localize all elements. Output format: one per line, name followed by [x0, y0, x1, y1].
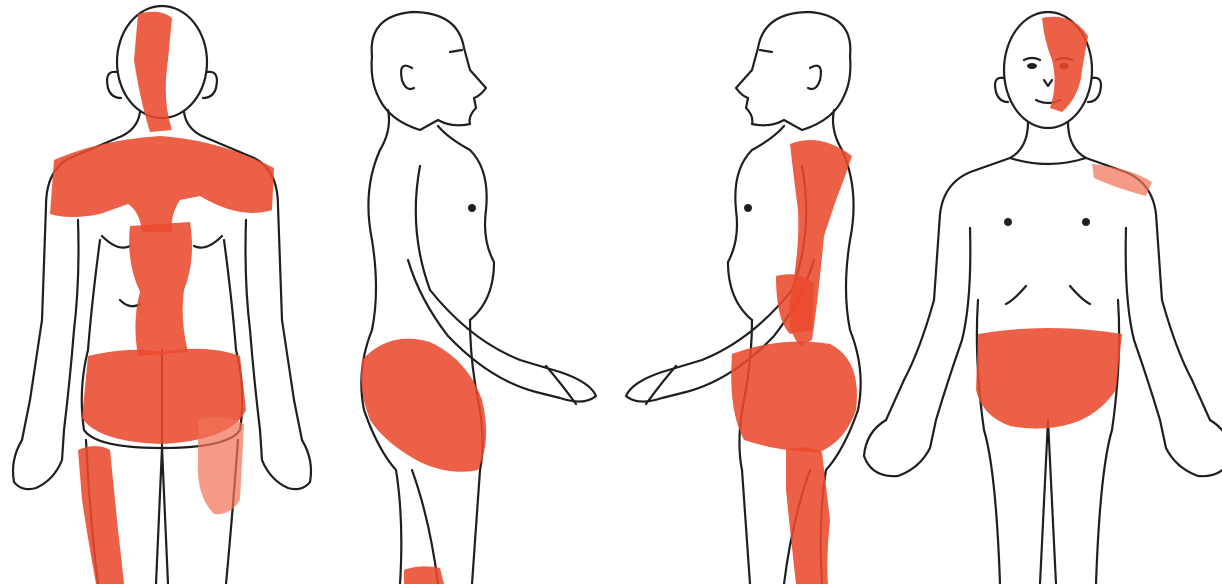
pain-marking	[731, 342, 857, 452]
pain-marking	[404, 566, 444, 584]
pain-marking	[361, 339, 486, 472]
figure-back-view	[13, 6, 311, 584]
pain-marking	[129, 222, 192, 356]
pain-marking	[1092, 164, 1152, 196]
figure-front-view	[864, 12, 1222, 584]
pain-marking	[78, 446, 124, 584]
pain-marking	[198, 417, 244, 514]
pain-marking	[50, 136, 274, 232]
figure-left-side-view	[361, 12, 596, 584]
pain-marking	[786, 447, 830, 584]
pain-marking	[976, 328, 1122, 429]
figure-right-side-view	[626, 12, 861, 584]
